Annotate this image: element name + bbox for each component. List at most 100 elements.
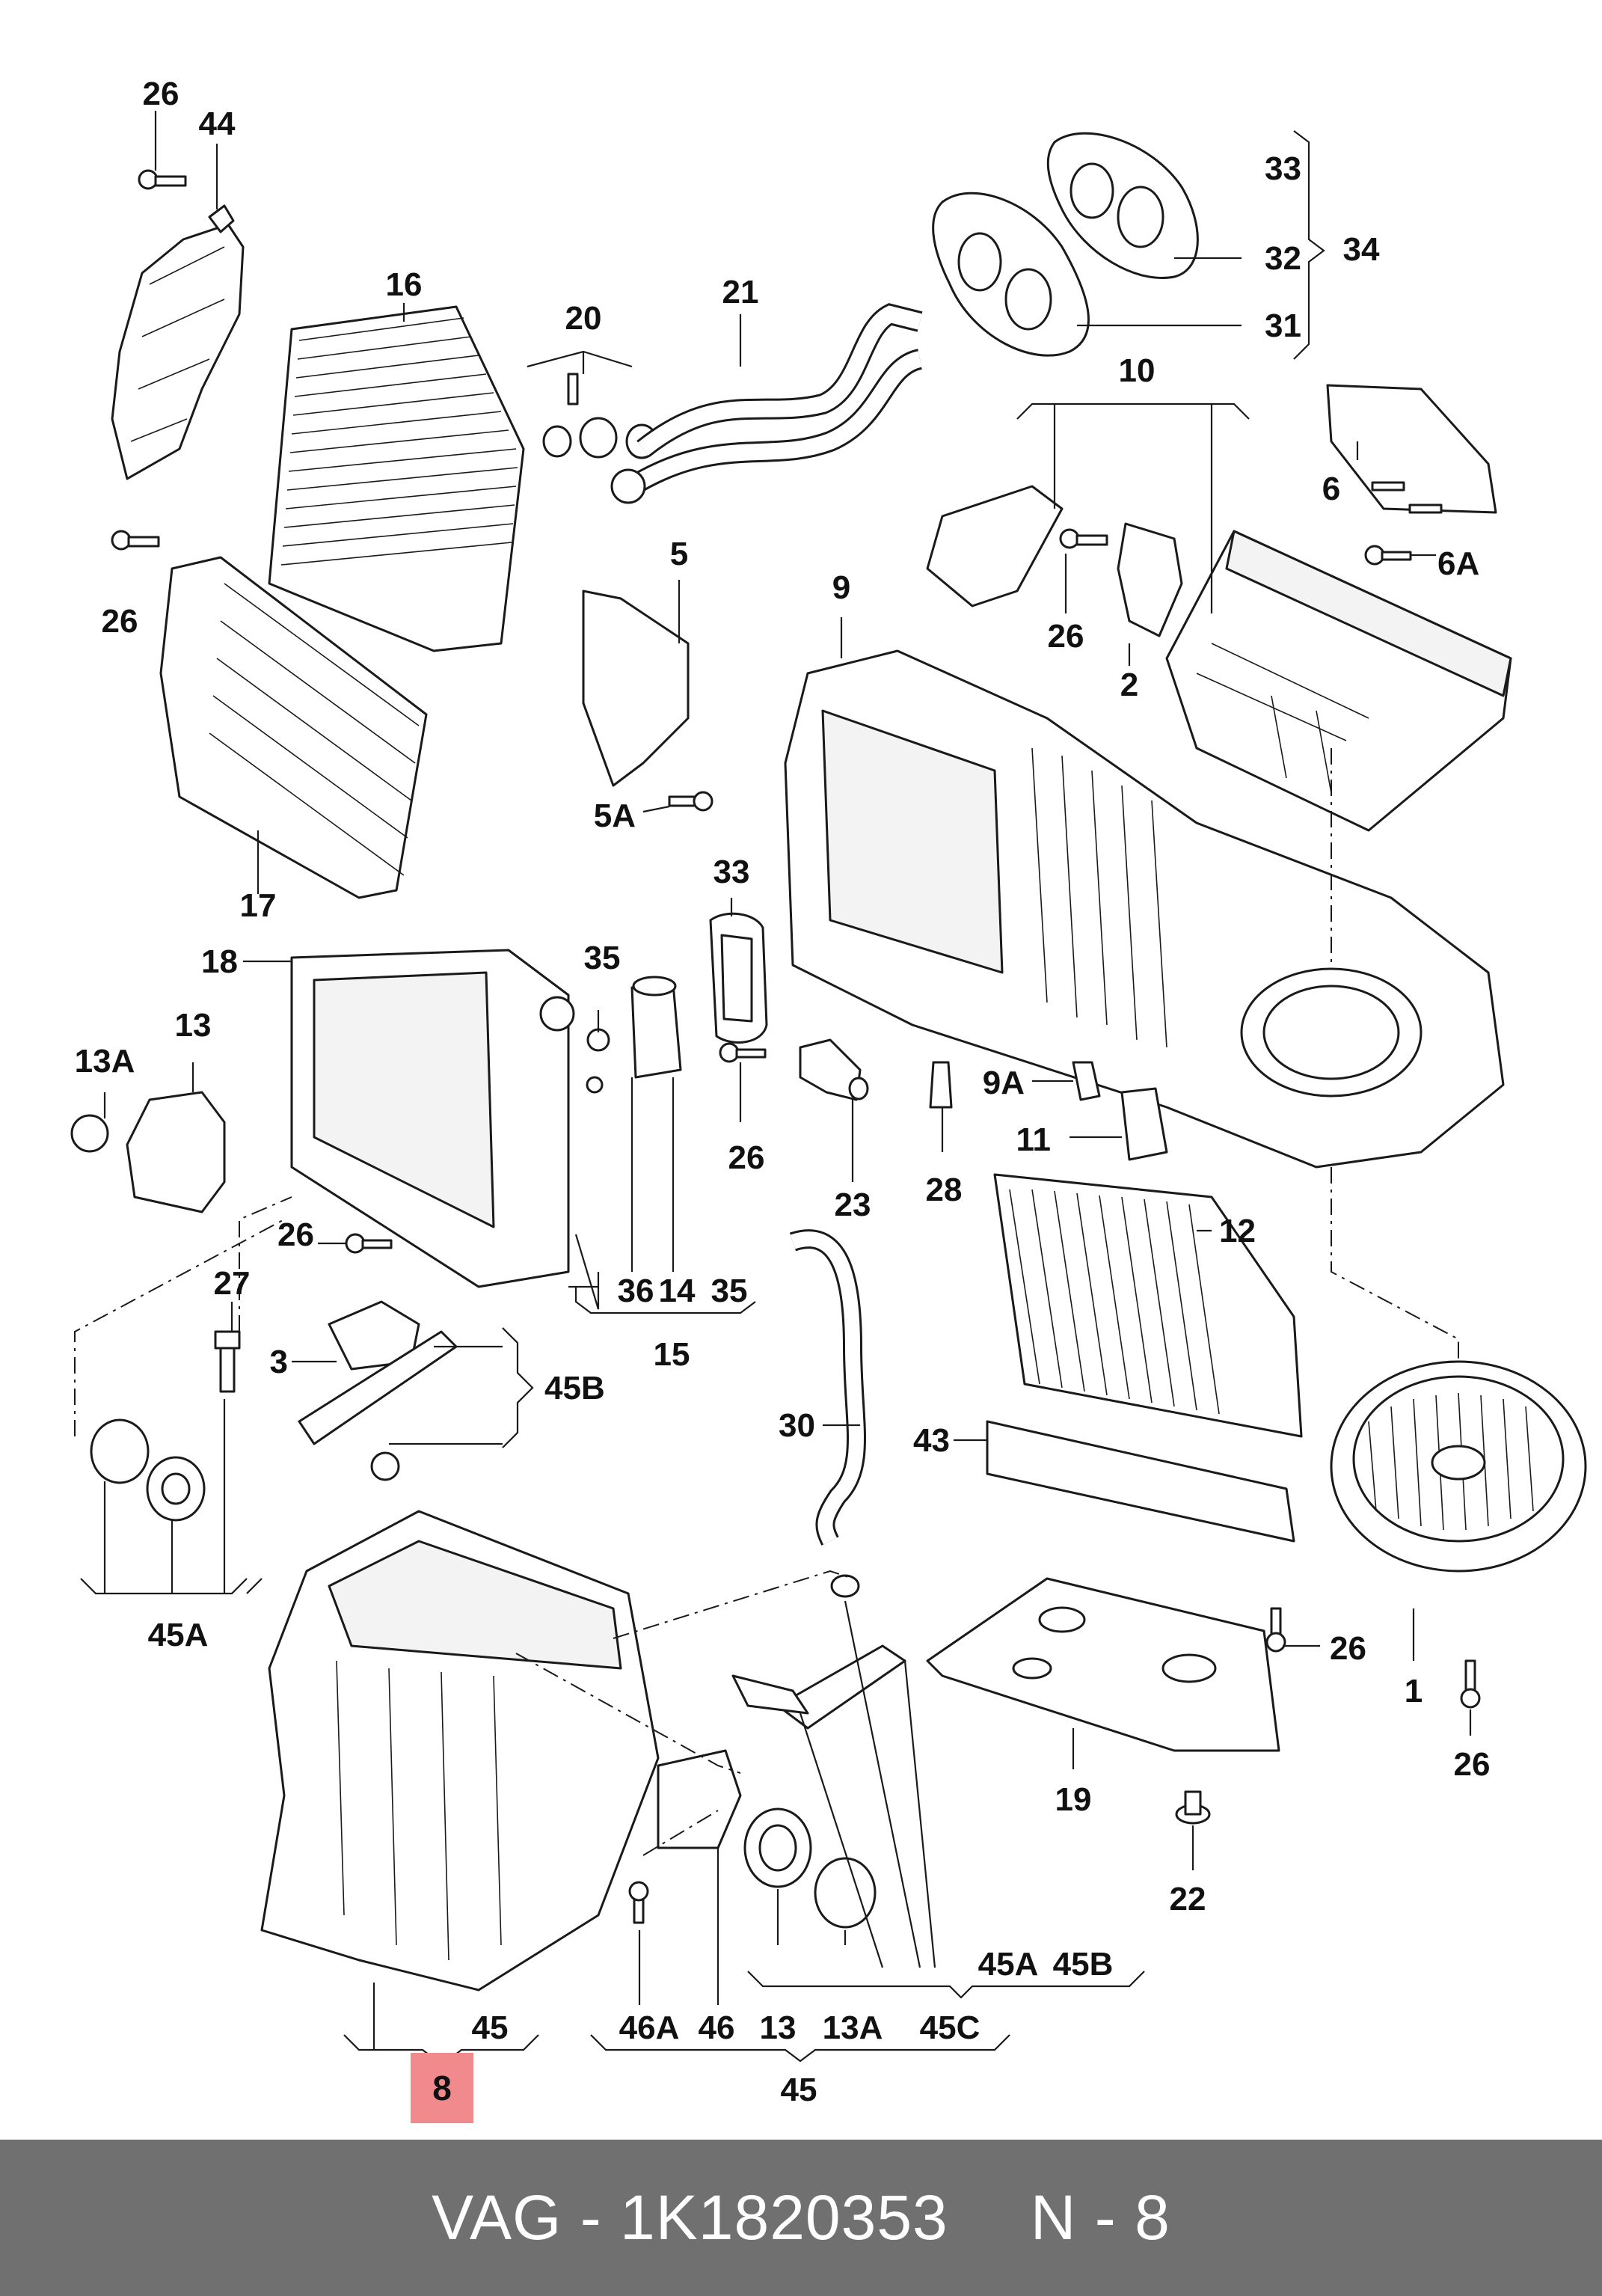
- screw-26-bottom: [1460, 1659, 1481, 1709]
- callout-26: 26: [1454, 1746, 1491, 1783]
- screw-6a: [1364, 545, 1412, 566]
- callout-45a: 45A: [978, 1946, 1039, 1983]
- callout-46: 46: [699, 2009, 735, 2046]
- part-43-tray: [986, 1420, 1295, 1543]
- part-23-sensor: [799, 1038, 869, 1101]
- callout-43: 43: [913, 1422, 950, 1459]
- callout-44: 44: [199, 105, 236, 142]
- part-10-flap-a: [926, 485, 1064, 607]
- screw-26-mid: [1059, 528, 1108, 549]
- callout-10: 10: [1119, 352, 1156, 389]
- part-number-footer: VAG - 1K1820353 N - 8: [0, 2140, 1602, 2296]
- callout-13a: 13A: [75, 1043, 135, 1080]
- part-9-main-housing: [784, 649, 1505, 1169]
- part-21-pipes: [610, 303, 923, 504]
- callout-45c: 45C: [920, 2009, 980, 2046]
- callout-3: 3: [270, 1344, 288, 1380]
- callout-6: 6: [1322, 471, 1340, 507]
- callout-22: 22: [1170, 1881, 1206, 1917]
- part-10-housing-top: [1165, 530, 1512, 832]
- screw-26-23: [719, 1042, 767, 1063]
- callout-12: 12: [1219, 1213, 1256, 1249]
- assembly-dash-lines: [74, 748, 1459, 1856]
- screw-5a: [668, 791, 713, 812]
- callout-13a: 13A: [823, 2009, 883, 2046]
- screw-26-left: [111, 530, 160, 551]
- callout-45: 45: [472, 2009, 509, 2046]
- part-16-core: [268, 305, 525, 652]
- part-45-lower-housing: [260, 1510, 660, 1992]
- part-31-seal: [932, 192, 1090, 357]
- part-28-clip: [929, 1061, 953, 1109]
- callout-34: 34: [1343, 231, 1380, 268]
- part-30-hose: [789, 1229, 866, 1546]
- callout-16: 16: [386, 266, 423, 303]
- part-11-flap: [1120, 1087, 1168, 1161]
- callout-32: 32: [1265, 240, 1301, 277]
- callout-9a: 9A: [983, 1065, 1025, 1101]
- callout-30: 30: [779, 1407, 815, 1444]
- callout-35: 35: [584, 940, 621, 976]
- callout-33: 33: [713, 854, 750, 890]
- part-13a-gear-bottom: [814, 1857, 877, 1929]
- callout-9: 9: [832, 569, 850, 606]
- part-12-filter: [993, 1173, 1303, 1438]
- part-20-clamps: [542, 373, 658, 459]
- callout-19: 19: [1055, 1781, 1092, 1818]
- part-6-bracket: [1326, 384, 1497, 514]
- callout-14: 14: [659, 1273, 696, 1309]
- callout-17: 17: [240, 887, 277, 924]
- callout-26: 26: [728, 1139, 765, 1176]
- footer-reference: N - 8: [1030, 2182, 1170, 2253]
- footer-part-number: 1K1820353: [620, 2182, 948, 2253]
- callout-13: 13: [175, 1007, 212, 1044]
- part-32-seal: [1046, 132, 1199, 279]
- highlighted-part-label: 8: [432, 2069, 452, 2107]
- part-5-bracket: [582, 590, 690, 787]
- part-44-bracket: [111, 204, 245, 480]
- callout-26: 26: [277, 1216, 314, 1253]
- callout-2: 2: [1120, 667, 1138, 703]
- callout-20: 20: [565, 300, 602, 337]
- callout-5a: 5A: [594, 798, 636, 834]
- callout-28: 28: [926, 1172, 963, 1208]
- part-45a-gears: [90, 1418, 206, 1522]
- callout-36: 36: [618, 1273, 654, 1309]
- callout-46a: 46A: [619, 2009, 680, 2046]
- callout-15: 15: [654, 1336, 690, 1373]
- part-46-bracket: [657, 1749, 742, 1849]
- footer-separator: -: [580, 2182, 602, 2253]
- callout-1: 1: [1405, 1673, 1423, 1709]
- callout-labels: 26 44 16 20 21 33 32 34 31 10 26 6 6A 5 …: [75, 76, 1491, 2108]
- callout-45a: 45A: [148, 1617, 209, 1653]
- callout-26: 26: [1330, 1630, 1366, 1667]
- callout-27: 27: [214, 1265, 251, 1302]
- part-19-plate: [926, 1577, 1280, 1752]
- part-18-evaporator: [290, 949, 575, 1288]
- callout-45: 45: [781, 2072, 817, 2108]
- screw-26-top: [138, 169, 187, 190]
- callout-35: 35: [711, 1273, 748, 1309]
- callout-45b: 45B: [1053, 1946, 1114, 1983]
- callout-11: 11: [1016, 1121, 1051, 1158]
- part-22-plug: [1175, 1790, 1211, 1825]
- part-46a-screw: [628, 1881, 649, 1924]
- callout-21: 21: [722, 274, 759, 310]
- part-45b-lever: [298, 1330, 458, 1481]
- part-13-actuator-top: [70, 1091, 226, 1213]
- part-33-seal-small: [709, 912, 768, 1044]
- screw-26-blower: [1265, 1607, 1286, 1653]
- screw-26-3: [345, 1233, 393, 1254]
- part-45c-arm: [731, 1674, 809, 1715]
- part-13-actuator-bottom: [743, 1807, 812, 1888]
- exploded-parts-diagram: 26 44 16 20 21 33 32 34 31 10 26 6 6A 5 …: [70, 76, 1587, 2108]
- part-27-sensor: [214, 1330, 241, 1393]
- footer-brand: VAG: [432, 2182, 562, 2253]
- callout-26: 26: [1048, 618, 1084, 655]
- callout-26: 26: [102, 603, 138, 640]
- callout-5: 5: [670, 536, 688, 572]
- callout-13: 13: [760, 2009, 797, 2046]
- callout-33: 33: [1265, 150, 1301, 187]
- part-14-expansion-valve: [586, 976, 682, 1094]
- part-3-actuator: [328, 1300, 420, 1371]
